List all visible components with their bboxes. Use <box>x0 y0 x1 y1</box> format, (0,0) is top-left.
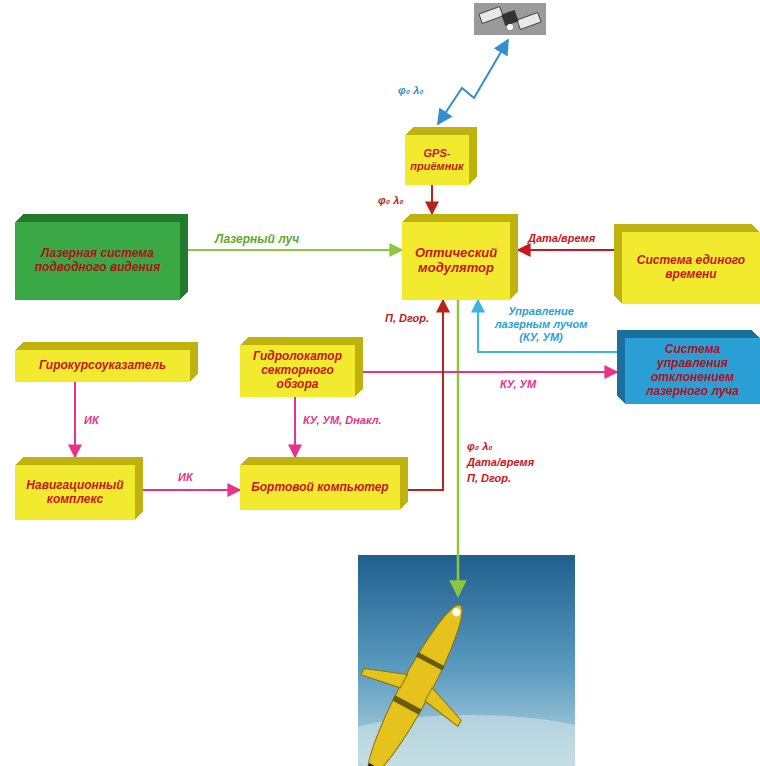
process-box: Оптический модулятор <box>402 222 510 300</box>
process-box: Лазерная система подводного видения <box>15 222 180 300</box>
signal-arrow <box>188 249 402 251</box>
box-label: GPS-приёмник <box>410 147 464 172</box>
auv-nose-light <box>451 607 462 618</box>
process-box: GPS-приёмник <box>405 135 469 185</box>
box-label: Навигационный комплекс <box>20 479 130 507</box>
signal-label: Управление лазерным лучом (КУ, УМ) <box>487 305 595 345</box>
data-beam-line <box>457 300 460 596</box>
signal-label: Дата/время <box>467 456 534 469</box>
signal-arrow <box>478 300 617 352</box>
signal-arrow <box>363 371 617 373</box>
auv-hull <box>358 598 473 766</box>
box-label: Бортовой компьютер <box>251 481 388 495</box>
process-box: Гирокурсоуказатель <box>15 350 190 382</box>
auv-photo <box>358 555 575 766</box>
signal-label: φ₀ λ₀ <box>398 84 424 97</box>
solar-panel <box>479 7 503 24</box>
solar-panel <box>517 13 541 30</box>
auv-propeller <box>363 763 380 766</box>
signal-arrow <box>74 382 76 457</box>
auv-wing <box>361 655 408 694</box>
satellite-background <box>474 3 546 35</box>
box-label: Лазерная система подводного видения <box>20 247 175 275</box>
auv-vehicle <box>358 579 509 766</box>
signal-label: φ₀ λ₀ <box>378 194 404 207</box>
signal-label: КУ, УМ, Dнакл. <box>303 414 382 427</box>
signal-label: Дата/время <box>528 232 595 245</box>
signal-label: П, Dгор. <box>385 312 429 325</box>
auv-band <box>416 652 445 670</box>
signal-label: ИК <box>84 414 99 427</box>
signal-label: П, Dгор. <box>467 472 511 485</box>
satellite-antenna <box>507 24 513 30</box>
box-label: Оптический модулятор <box>407 246 505 276</box>
signal-label: Лазерный луч <box>215 232 299 246</box>
signal-arrow <box>143 489 240 491</box>
signal-arrow <box>294 397 296 457</box>
satellite-picture <box>474 3 546 35</box>
signal-label: φ₀ λ₀ <box>467 440 493 453</box>
auv-band <box>392 695 421 714</box>
process-box: Система единого времени <box>622 232 760 304</box>
radio-link <box>438 40 508 124</box>
box-label: Гирокурсоуказатель <box>39 359 166 373</box>
signal-arrow <box>408 300 443 490</box>
signal-label: КУ, УМ <box>500 378 536 391</box>
process-box: Система управления отклонением лазерного… <box>625 338 760 404</box>
satellite-body <box>501 10 518 26</box>
process-box: Бортовой компьютер <box>240 465 400 510</box>
process-box: Навигационный комплекс <box>15 465 135 520</box>
box-label: Система единого времени <box>627 254 755 282</box>
signal-label: ИК <box>178 471 193 484</box>
signal-arrow <box>431 185 433 214</box>
auv-wing <box>422 688 469 727</box>
box-label: Система управления отклонением лазерного… <box>630 343 755 398</box>
box-label: Гидролокатор секторного обзора <box>245 350 350 391</box>
signal-arrow <box>518 249 614 251</box>
process-box: Гидролокатор секторного обзора <box>240 345 355 397</box>
